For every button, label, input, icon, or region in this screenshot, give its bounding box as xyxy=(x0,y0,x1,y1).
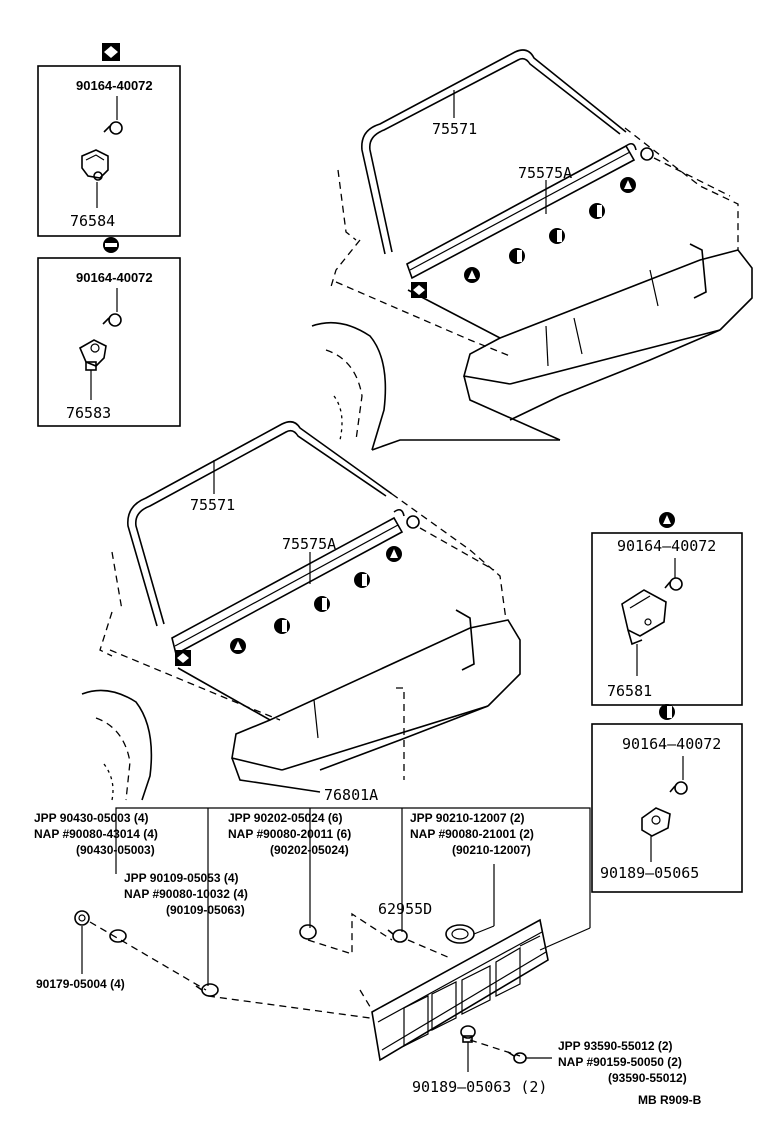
inset2-upper-part: 90164-40072 xyxy=(76,270,153,285)
half-circle-marker-icon xyxy=(354,572,370,588)
screw-icon xyxy=(103,121,123,135)
garnish-part-label: 76801A xyxy=(324,786,378,804)
half-circle-symbol-icon xyxy=(103,237,119,253)
triangle-symbol-icon xyxy=(659,512,675,528)
bottom-clip-icon xyxy=(460,1025,476,1043)
inset2-lower-part: 76583 xyxy=(66,404,111,422)
fastener-group-4: JPP 90109-05053 (4) NAP #90080-10032 (4)… xyxy=(124,871,248,917)
upper-car-illustration: 75571 75575A xyxy=(311,49,753,451)
upper-molding-frame-label: 75571 xyxy=(432,120,477,138)
clip-bracket-icon xyxy=(81,149,109,181)
half-circle-marker-icon xyxy=(589,203,605,219)
lower-molding-frame-label: 75571 xyxy=(190,496,235,514)
triangle-marker-icon xyxy=(464,267,480,283)
svg-text:NAP #90080-10032 (4): NAP #90080-10032 (4) xyxy=(124,887,248,901)
half-circle-marker-icon xyxy=(509,248,525,264)
diamond-marker-icon xyxy=(175,650,191,666)
inset1-upper-part: 90164-40072 xyxy=(76,78,153,93)
svg-text:(90202-05024): (90202-05024) xyxy=(270,843,349,857)
fastener-group-1: JPP 90430-05003 (4) NAP #90080-43014 (4)… xyxy=(34,811,158,857)
grommet-icon xyxy=(74,910,90,926)
nut-icon xyxy=(109,929,127,943)
footer-code: MB R909-B xyxy=(638,1093,702,1107)
marker-circle-icon xyxy=(640,147,654,161)
garnish-assembly: 76801A JPP 90430-05003 (4) NAP #90080-43… xyxy=(34,786,702,1107)
half-circle-marker-icon xyxy=(549,228,565,244)
left-clip-label: 90179-05004 (4) xyxy=(36,977,125,991)
inset-box-circle: 90164-40072 76583 xyxy=(37,237,181,427)
fastener-group-2: JPP 90202-05024 (6) NAP #90080-20011 (6)… xyxy=(228,811,351,857)
inset4-upper-part: 90164–40072 xyxy=(622,735,721,753)
bottom-clip-label: 90189—05063 (2) xyxy=(412,1078,547,1096)
svg-text:NAP #90159-50050 (2): NAP #90159-50050 (2) xyxy=(558,1055,682,1069)
inset-box-diamond: 90164-40072 76584 xyxy=(37,43,181,237)
upper-molding-lower-label: 75575A xyxy=(518,164,572,182)
svg-text:JPP 90210-12007 (2): JPP 90210-12007 (2) xyxy=(410,811,525,825)
inset-box-half-circle: 90164–40072 90189–05065 xyxy=(591,704,743,893)
inset4-lower-part: 90189–05065 xyxy=(600,864,699,882)
fastener-group-5: JPP 93590-55012 (2) NAP #90159-50050 (2)… xyxy=(558,1039,687,1085)
inset3-upper-part: 90164–40072 xyxy=(617,537,716,555)
inset3-lower-part: 76581 xyxy=(607,682,652,700)
diamond-symbol-icon xyxy=(102,43,120,61)
clip-icon xyxy=(387,929,408,943)
half-circle-marker-icon xyxy=(314,596,330,612)
right-bolt-icon xyxy=(507,1051,527,1064)
svg-text:NAP #90080-20011 (6): NAP #90080-20011 (6) xyxy=(228,827,351,841)
svg-text:NAP #90080-21001 (2): NAP #90080-21001 (2) xyxy=(410,827,534,841)
svg-text:NAP #90080-43014 (4): NAP #90080-43014 (4) xyxy=(34,827,158,841)
triangle-marker-icon xyxy=(386,546,402,562)
svg-text:JPP 90202-05024 (6): JPP 90202-05024 (6) xyxy=(228,811,343,825)
svg-text:JPP 90430-05003 (4): JPP 90430-05003 (4) xyxy=(34,811,149,825)
svg-text:(90109-05063): (90109-05063) xyxy=(166,903,245,917)
inset-box-triangle: 90164–40072 76581 xyxy=(591,512,743,706)
svg-text:(90430-05003): (90430-05003) xyxy=(76,843,155,857)
fastener-group-3: JPP 90210-12007 (2) NAP #90080-21001 (2)… xyxy=(410,811,534,857)
bracket-icon xyxy=(621,589,667,646)
diamond-marker-icon xyxy=(411,282,427,298)
screw-icon xyxy=(102,313,122,327)
triangle-marker-icon xyxy=(230,638,246,654)
svg-text:(93590-55012): (93590-55012) xyxy=(608,1071,687,1085)
half-circle-symbol-icon xyxy=(659,704,675,720)
svg-text:JPP 90109-05053 (4): JPP 90109-05053 (4) xyxy=(124,871,239,885)
triangle-marker-icon xyxy=(620,177,636,193)
svg-text:JPP 93590-55012 (2): JPP 93590-55012 (2) xyxy=(558,1039,673,1053)
clip-bracket-icon xyxy=(78,339,107,371)
nut-clip-icon xyxy=(641,807,671,837)
lower-car-illustration: 75571 75575A xyxy=(81,420,521,801)
clip-part-label: 62955D xyxy=(378,900,432,918)
marker-circle-icon xyxy=(406,515,420,529)
screw-icon xyxy=(669,781,688,795)
washer-icon xyxy=(299,924,317,940)
inset1-lower-part: 76584 xyxy=(70,212,115,230)
lower-molding-lower-label: 75575A xyxy=(282,535,336,553)
grommet-oval-icon xyxy=(445,924,475,944)
svg-text:(90210-12007): (90210-12007) xyxy=(452,843,531,857)
screw-icon xyxy=(664,577,683,591)
half-circle-marker-icon xyxy=(274,618,290,634)
